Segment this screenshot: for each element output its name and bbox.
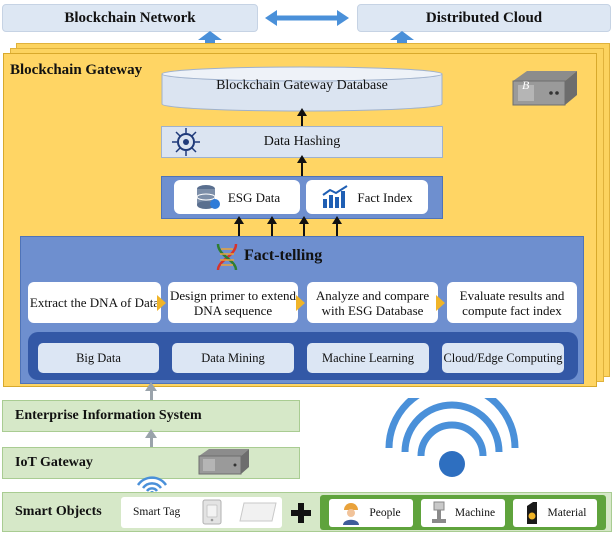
entity-machine: Machine — [421, 499, 505, 527]
fact-index-box: Fact Index — [306, 180, 428, 214]
step-label: Design primer to extend DNA sequence — [170, 287, 296, 318]
fuel-can-icon — [526, 502, 537, 524]
entity-label: Machine — [454, 507, 496, 519]
distributed-cloud-box: Distributed Cloud — [357, 4, 611, 32]
distributed-cloud-label: Distributed Cloud — [425, 9, 543, 26]
bar-chart-icon — [322, 185, 348, 208]
step-analyze-compare: Analyze and compare with ESG Database — [307, 282, 438, 323]
data-hashing-label: Data Hashing — [263, 134, 341, 149]
dna-icon — [216, 243, 238, 271]
iot-gateway-label: IoT Gateway — [15, 455, 93, 470]
tech-label: Cloud/Edge Computing — [443, 351, 563, 365]
tech-label: Data Mining — [201, 351, 265, 365]
smart-objects-label: Smart Objects — [15, 504, 102, 519]
entity-label: People — [369, 507, 401, 519]
up-arrow-icon — [145, 429, 157, 447]
arrow-to-esg — [267, 216, 277, 236]
arrow-to-esg — [234, 216, 244, 236]
step-label: Extract the DNA of Data — [29, 295, 160, 310]
gateway-device-icon — [512, 71, 577, 106]
arrow-to-hashing — [297, 155, 307, 176]
chevron-right-icon — [296, 295, 305, 311]
esg-data-label: ESG Data — [227, 189, 281, 205]
data-hashing-box: Data Hashing — [161, 126, 443, 158]
chevron-right-icon — [436, 295, 445, 311]
tech-label: Big Data — [76, 351, 121, 365]
chevron-right-icon — [157, 295, 166, 311]
smart-card-icon — [239, 502, 277, 522]
blockchain-network-box: Blockchain Network — [2, 4, 258, 32]
worker-icon — [343, 503, 360, 525]
up-arrow-icon — [198, 31, 222, 47]
step-label: Analyze and compare with ESG Database — [315, 287, 430, 318]
fact-telling-title: Fact-telling — [244, 247, 323, 264]
machine-icon — [431, 501, 446, 523]
tech-big-data: Big Data — [38, 343, 159, 373]
entity-label: Material — [547, 507, 587, 519]
tech-label: Machine Learning — [322, 351, 414, 365]
smart-tag-device-icon — [202, 499, 222, 525]
tech-data-mining: Data Mining — [172, 343, 294, 373]
arrow-to-fact-index — [299, 216, 309, 236]
tech-cloud-edge: Cloud/Edge Computing — [442, 343, 564, 373]
step-extract-dna: Extract the DNA of Data — [28, 282, 161, 323]
database-cylinder-icon — [161, 66, 443, 112]
iot-gateway-layer: IoT Gateway — [2, 447, 300, 479]
entity-people: People — [329, 499, 413, 527]
smart-tag-label: Smart Tag — [133, 506, 181, 518]
up-arrow-icon — [145, 382, 157, 400]
iot-device-icon — [198, 449, 249, 475]
database-label: Blockchain Gateway Database — [216, 78, 388, 93]
fact-index-label: Fact Index — [357, 189, 413, 205]
gateway-title: Blockchain Gateway — [10, 62, 143, 78]
enterprise-label: Enterprise Information System — [15, 408, 202, 423]
bidirectional-arrow-icon — [265, 10, 349, 26]
step-design-primer: Design primer to extend DNA sequence — [168, 282, 298, 323]
tech-machine-learning: Machine Learning — [307, 343, 429, 373]
wifi-large-icon — [385, 398, 519, 477]
gateway-device-letter: B — [522, 78, 530, 92]
plus-icon — [291, 503, 311, 523]
blockchain-network-label: Blockchain Network — [64, 9, 196, 26]
esg-data-box: ESG Data — [174, 180, 300, 214]
hashing-circuit-icon — [172, 128, 200, 156]
step-evaluate-results: Evaluate results and compute fact index — [447, 282, 577, 323]
database-icon — [196, 185, 220, 209]
step-label: Evaluate results and compute fact index — [459, 287, 565, 318]
arrow-to-database — [297, 108, 307, 126]
up-arrow-icon — [390, 31, 414, 47]
arrow-to-fact-index — [332, 216, 342, 236]
entity-material: Material — [513, 499, 597, 527]
enterprise-info-system-layer: Enterprise Information System — [2, 400, 300, 432]
